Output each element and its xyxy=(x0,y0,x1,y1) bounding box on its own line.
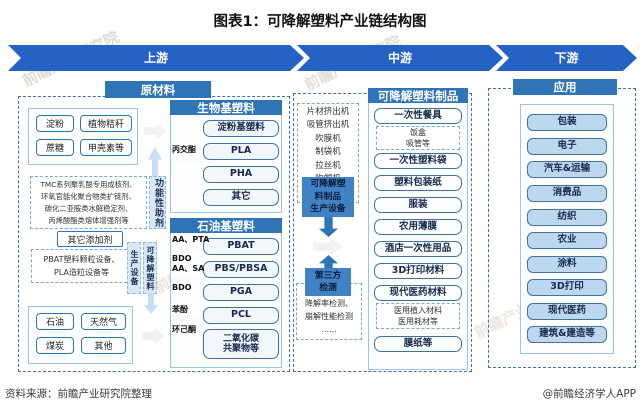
bio-source-item: 植物秸秆 xyxy=(80,115,132,132)
product-item: 现代医药材料 xyxy=(374,285,462,301)
application-item: 建筑&建造等 xyxy=(527,326,607,343)
credit-note: @前瞻经济学人APP xyxy=(542,388,636,400)
petro-plastic-item: PBS/PBSA xyxy=(203,261,279,278)
list-item: 崩解性能检测 xyxy=(305,312,353,321)
bio-source-item: 淀粉 xyxy=(36,115,74,132)
applications-header: 应用 xyxy=(513,79,617,95)
note-line: 医用植入材料 xyxy=(394,306,442,315)
petro-plastics-header: 石油基塑料 xyxy=(170,218,282,233)
list-item: 片材挤出机 xyxy=(306,106,350,117)
product-item: 3D打印材料 xyxy=(374,263,462,279)
list-item: 吹膜机 xyxy=(315,133,341,144)
application-item: 涂料 xyxy=(527,256,607,273)
product-item: 一次性餐具 xyxy=(374,108,462,124)
bio-plastics-header: 生物基塑料 xyxy=(170,100,282,115)
application-item: 纺织 xyxy=(527,209,607,226)
products-header: 可降解塑料制品 xyxy=(368,88,468,103)
fossil-source-item: 石油 xyxy=(36,313,74,330)
equipment-vlabel-right: 可降解塑料 xyxy=(143,242,157,294)
item-line: 共聚物等 xyxy=(222,344,259,354)
vertical-label: 生产设备 xyxy=(130,250,139,286)
application-item: 汽车&运输 xyxy=(527,161,607,178)
product-item: 膜纸等 xyxy=(374,336,462,352)
note-line: PLA造粒设备等 xyxy=(54,268,109,277)
equipment-vlabel-left: 生产设备 xyxy=(127,242,141,294)
note-line: TMC系列聚乳酸专用成核剂、 xyxy=(40,179,137,189)
fossil-source-item: 煤炭 xyxy=(36,337,74,354)
vertical-label: 可降解塑料 xyxy=(146,245,155,291)
item-line: 二氧化碳 xyxy=(222,333,259,344)
box-line: 可降解塑 xyxy=(310,179,346,190)
chem-input-label: AA、PTA xyxy=(172,235,210,244)
list-item: ...... xyxy=(321,325,337,334)
application-item: 农业 xyxy=(527,232,607,249)
box-line: 检测 xyxy=(319,283,337,293)
small-right-arrow-icon xyxy=(172,274,199,283)
application-item: 现代医药 xyxy=(527,303,607,320)
additives-note: TMC系列聚乳酸专用成核剂、 环氧官能化聚合物类扩链剂、 碳化二亚胺类水解稳定剂… xyxy=(30,176,147,229)
chem-input-label: BDO xyxy=(172,283,192,292)
note-line: 丙烯酸酯类熔体增强剂等 xyxy=(48,215,129,225)
petro-plastic-item: PGA xyxy=(203,284,279,301)
small-right-arrow-icon xyxy=(172,315,199,324)
note-line: PBAT塑料颗粒设备、 xyxy=(43,255,120,264)
fossil-source-item: 其他 xyxy=(81,337,126,354)
page-title: 图表1：可降解塑料产业链结构图 xyxy=(213,14,427,30)
fossil-source-item: 天然气 xyxy=(81,313,126,330)
application-item: 电子 xyxy=(527,138,607,155)
petro-plastic-item-co2: 二氧化碳 共聚物等 xyxy=(203,329,279,359)
small-right-arrow-icon xyxy=(172,245,199,254)
note-line: 饭盒 xyxy=(410,128,426,137)
bio-source-item: 蔗糖 xyxy=(36,139,74,156)
third-party-testing-box: 第三方 检测 xyxy=(305,268,351,296)
bio-plastic-item: PLA xyxy=(203,143,279,160)
small-right-arrow-icon xyxy=(172,155,199,164)
petro-plastic-item: PBAT xyxy=(203,238,279,255)
note-line: 环氧官能化聚合物类扩链剂、 xyxy=(41,191,136,201)
product-item: 农用薄膜 xyxy=(374,219,462,235)
note-line: 碳化二亚胺类水解稳定剂、 xyxy=(44,203,133,213)
vertical-label: 功能性助剂 xyxy=(153,177,163,228)
product-item: 酒店一次性用品 xyxy=(374,241,462,257)
chem-input-label: 环己酮 xyxy=(172,325,196,334)
application-item: 3D打印 xyxy=(527,279,607,296)
bio-plastic-item: PHA xyxy=(203,166,279,183)
chem-input-label: 丙交酯 xyxy=(172,145,196,154)
product-sub-note: 饭盒 吸管等 xyxy=(376,126,460,150)
banner-upstream: 上游 xyxy=(8,45,304,71)
list-item: 拉丝机 xyxy=(315,160,341,171)
raw-materials-header: 原材料 xyxy=(105,81,211,98)
product-item: 塑料包装纸 xyxy=(374,175,462,191)
box-line: 第三方 xyxy=(314,271,342,281)
box-line: 生产设备 xyxy=(310,204,346,215)
petro-plastic-item: PCL xyxy=(203,307,279,324)
list-item: 制袋机 xyxy=(315,147,341,158)
list-item: 降解率检测、 xyxy=(305,299,353,308)
product-sub-note: 医用植入材料 医用耗材等 xyxy=(376,303,460,329)
production-equipment-box: 可降解塑 料制品 生产设备 xyxy=(302,177,354,217)
product-item: 服装 xyxy=(374,197,462,213)
product-item: 一次性塑料袋 xyxy=(374,153,462,169)
source-note: 资料来源：前瞻产业研究院整理 xyxy=(5,388,152,400)
chem-input-label: 苯酚 xyxy=(172,305,188,314)
functional-additives-label: 功能性助剂 xyxy=(149,176,166,229)
box-line: 料制品 xyxy=(314,191,342,202)
bio-source-item: 甲壳素等 xyxy=(80,139,132,156)
application-item: 包装 xyxy=(527,114,607,131)
application-item: 消费品 xyxy=(527,185,607,202)
bio-plastic-item: 其它 xyxy=(203,189,279,206)
chem-input-label: BDO xyxy=(172,254,192,263)
note-line: 吸管等 xyxy=(406,139,430,148)
list-item: 吸管挤出机 xyxy=(306,120,350,131)
note-line: 医用耗材等 xyxy=(398,317,438,326)
other-additives-box: 其它添加剂 xyxy=(57,231,123,247)
banner-midstream: 中游 xyxy=(297,45,503,71)
banner-downstream: 下游 xyxy=(496,45,637,71)
bio-plastic-item: 淀粉基塑料 xyxy=(203,120,279,137)
chem-input-label: AA、SA xyxy=(172,264,205,273)
equipment-note: PBAT塑料颗粒设备、 PLA造粒设备等 xyxy=(31,249,132,283)
